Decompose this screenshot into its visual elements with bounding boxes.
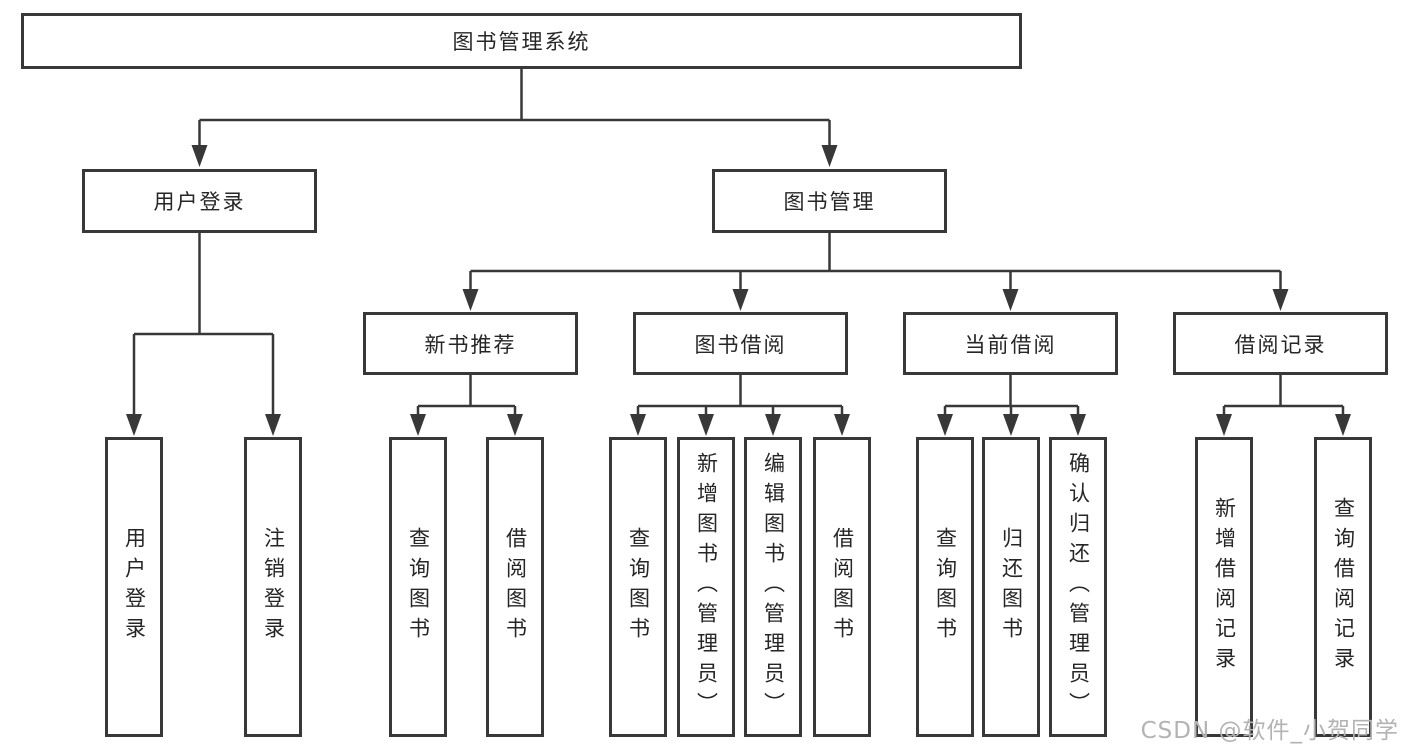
node-label: 用户登录	[122, 527, 147, 647]
node-root: 图书管理系统	[21, 13, 1022, 69]
leaf-return-book: 归还图书	[982, 437, 1040, 737]
leaf-borrow-books-2: 借阅图书	[813, 437, 871, 737]
node-label: 借阅图书	[830, 527, 855, 647]
leaf-confirm-return-admin: 确认归还（管理员）	[1049, 437, 1107, 737]
leaf-query-books-1: 查询图书	[389, 437, 447, 737]
node-label: 编辑图书（管理员）	[761, 452, 786, 722]
node-label: 确认归还（管理员）	[1066, 452, 1091, 722]
node-label: 新增图书（管理员）	[694, 452, 719, 722]
node-book-borrow: 图书借阅	[633, 312, 848, 375]
node-label: 借阅记录	[1234, 332, 1327, 357]
node-label: 查询图书	[406, 527, 431, 647]
node-borrow-records: 借阅记录	[1173, 312, 1388, 375]
leaf-add-borrow-record: 新增借阅记录	[1195, 437, 1253, 737]
node-label: 当前借阅	[964, 332, 1057, 357]
node-label: 查询借阅记录	[1331, 497, 1356, 677]
node-label: 图书管理	[783, 190, 876, 214]
node-label: 图书管理系统	[452, 30, 591, 54]
node-label: 查询图书	[626, 527, 651, 647]
node-new-book-recommend: 新书推荐	[363, 312, 578, 375]
leaf-query-books-2: 查询图书	[609, 437, 667, 737]
node-label: 注销登录	[261, 527, 286, 647]
node-user-login: 用户登录	[82, 169, 317, 233]
node-book-management: 图书管理	[712, 169, 947, 233]
csdn-watermark: CSDN @软件_小贺同学	[1140, 718, 1399, 744]
leaf-query-borrow-record: 查询借阅记录	[1314, 437, 1372, 737]
node-label: 图书借阅	[694, 332, 787, 357]
leaf-add-book-admin: 新增图书（管理员）	[677, 437, 735, 737]
node-label: 归还图书	[999, 527, 1024, 647]
leaf-logout: 注销登录	[244, 437, 302, 737]
node-label: 借阅图书	[503, 527, 528, 647]
leaf-edit-book-admin: 编辑图书（管理员）	[744, 437, 802, 737]
leaf-borrow-books-1: 借阅图书	[486, 437, 544, 737]
leaf-user-login: 用户登录	[105, 437, 163, 737]
node-label: 新增借阅记录	[1212, 497, 1237, 677]
node-label: 用户登录	[153, 190, 246, 214]
leaf-query-books-3: 查询图书	[916, 437, 974, 737]
node-label: 查询图书	[933, 527, 958, 647]
node-label: 新书推荐	[424, 332, 517, 357]
node-current-borrow: 当前借阅	[903, 312, 1118, 375]
